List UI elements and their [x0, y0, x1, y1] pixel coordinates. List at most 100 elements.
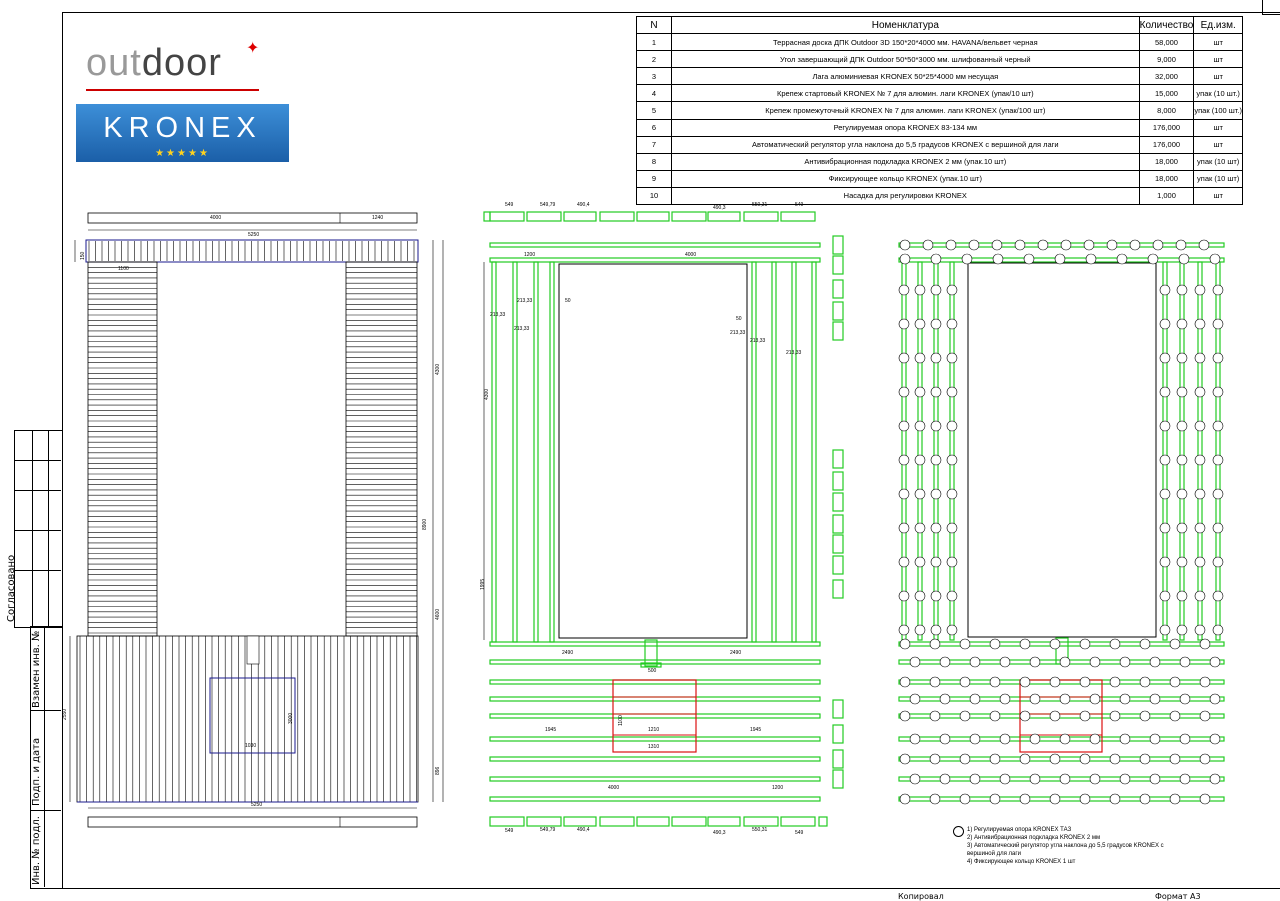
support-circle [930, 590, 942, 602]
support-circle [992, 253, 1004, 265]
support-circle [1149, 693, 1161, 705]
dim-213-33-d: 213,33 [730, 330, 746, 336]
support-circle [1194, 556, 1206, 568]
support-circle [1176, 386, 1188, 398]
segment-joist [743, 816, 779, 827]
support-circle [999, 733, 1011, 745]
support-circle [909, 656, 921, 668]
support-circle [959, 676, 971, 688]
dim-150: 150 [80, 251, 86, 260]
hatch-frame [612, 679, 697, 753]
support-circle [1198, 239, 1210, 251]
support-circle [898, 318, 910, 330]
support-circle [1060, 239, 1072, 251]
support-circle [914, 352, 926, 364]
dim-490-3-top: 490,3 [713, 205, 726, 211]
segment-joist [636, 816, 670, 827]
segment-joist [489, 211, 525, 222]
support-circle [1023, 253, 1035, 265]
support-circle [1149, 733, 1161, 745]
vertical-segment-joist [832, 699, 844, 719]
top-board-strip [87, 212, 418, 224]
support-circle [1019, 753, 1031, 765]
dim-549-79-top: 549,79 [540, 202, 556, 208]
support-circle [1139, 676, 1151, 688]
support-circle [898, 352, 910, 364]
support-circle [959, 753, 971, 765]
support-circle [1119, 656, 1131, 668]
vertical-segment-joist [832, 449, 844, 469]
support-circle [929, 793, 941, 805]
dim-213-33-f: 213,33 [786, 350, 802, 356]
support-circle [946, 556, 958, 568]
support-circle [898, 386, 910, 398]
horizontal-joist [489, 641, 821, 647]
support-circle [1152, 239, 1164, 251]
support-circle [930, 318, 942, 330]
support-circle [1139, 638, 1151, 650]
stars-icon: ★★★★★ [155, 148, 210, 159]
support-circle [1054, 253, 1066, 265]
support-circle [1106, 239, 1118, 251]
segment-joist [818, 816, 828, 827]
opening-outline [967, 262, 1157, 638]
support-circle [1109, 638, 1121, 650]
vertical-segment-joist [832, 724, 844, 744]
support-circle [1194, 522, 1206, 534]
support-circle [1199, 793, 1211, 805]
vertical-joist [949, 261, 955, 641]
support-circle [959, 710, 971, 722]
support-circle [1212, 624, 1224, 636]
segment-joist [483, 211, 491, 222]
support-circle [899, 710, 911, 722]
support-circle [1194, 386, 1206, 398]
dim-550-31-top: 550,31 [752, 202, 768, 208]
vertical-segment-joist [832, 514, 844, 534]
support-circle [946, 284, 958, 296]
hatch-outline [209, 677, 296, 754]
cell-unit: упак (10 шт) [1193, 152, 1243, 171]
sheet-corner [1262, 0, 1280, 15]
support-circle [930, 556, 942, 568]
vertical-segment-joist [832, 255, 844, 275]
support-circle [1199, 753, 1211, 765]
support-circle [989, 638, 1001, 650]
vertical-segment-joist [832, 471, 844, 491]
segment-joist [671, 211, 707, 222]
support-circle [1179, 656, 1191, 668]
dim-4600: 4600 [435, 609, 441, 620]
dim-8900: 8900 [422, 519, 428, 530]
support-circle [930, 284, 942, 296]
support-circle [939, 656, 951, 668]
support-circle [946, 488, 958, 500]
opening-outline [558, 263, 748, 639]
support-circle [1169, 638, 1181, 650]
support-circle [1209, 253, 1221, 265]
horizontal-joist [898, 641, 1225, 647]
legend-item: вершиной для лаги [967, 851, 1021, 857]
support-circle [1212, 318, 1224, 330]
support-circle [1049, 710, 1061, 722]
support-circle [1079, 710, 1091, 722]
vertical-segment-joist [832, 534, 844, 554]
support-circle [1179, 733, 1191, 745]
support-circle [1049, 753, 1061, 765]
support-circle [1109, 710, 1121, 722]
support-circle [1194, 318, 1206, 330]
support-circle [1085, 253, 1097, 265]
support-circle [969, 656, 981, 668]
support-circle [1176, 284, 1188, 296]
support-circle [1176, 624, 1188, 636]
dim-50-a: 50 [565, 298, 571, 304]
support-circle [1079, 676, 1091, 688]
vertical-segment-joist [832, 321, 844, 341]
dim-549-top-r: 549 [795, 202, 804, 208]
support-circle [929, 676, 941, 688]
support-circle [1209, 773, 1221, 785]
support-circle [1169, 793, 1181, 805]
support-circle [930, 420, 942, 432]
dim-490-3-bot: 490,3 [713, 830, 726, 836]
support-circle [961, 253, 973, 265]
vertical-joist [491, 261, 497, 643]
segment-joist [743, 211, 779, 222]
